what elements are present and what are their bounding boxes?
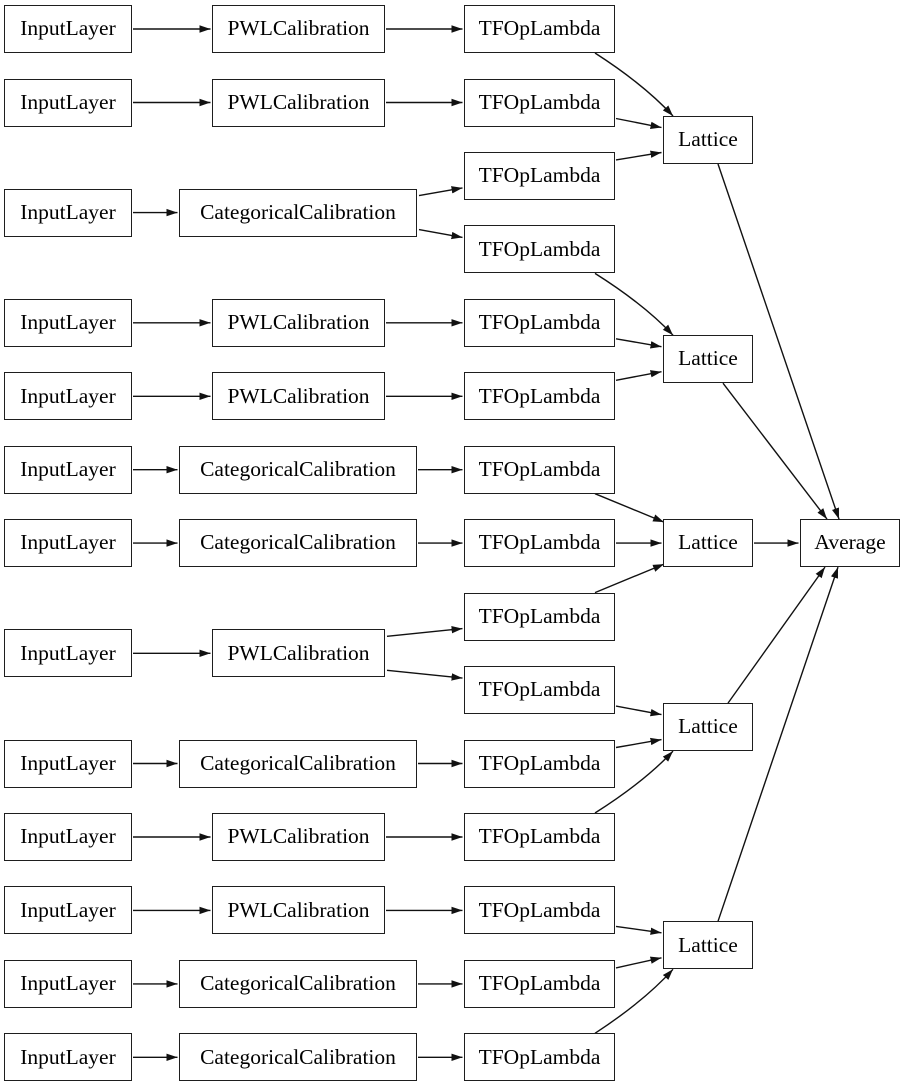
edge-arrow (615, 338, 662, 349)
node-tfoplambda: TFOpLambda (464, 445, 615, 494)
node-categoricalcalibration: CategoricalCalibration (179, 959, 417, 1008)
node-pwlcalibration: PWLCalibration (212, 372, 385, 421)
node-categoricalcalibration: CategoricalCalibration (179, 1033, 417, 1082)
node-tfoplambda: TFOpLambda (464, 519, 615, 568)
node-inputlayer: InputLayer (4, 298, 132, 347)
edge-arrow (594, 968, 674, 1034)
edge-arrow (594, 493, 665, 523)
node-categoricalcalibration: CategoricalCalibration (179, 445, 417, 494)
node-lattice: Lattice (663, 921, 753, 970)
node-inputlayer: InputLayer (4, 519, 132, 568)
node-categoricalcalibration: CategoricalCalibration (179, 519, 417, 568)
node-inputlayer: InputLayer (4, 1033, 132, 1082)
edge-arrow (727, 566, 826, 704)
node-pwlcalibration: PWLCalibration (212, 5, 385, 53)
node-inputlayer: InputLayer (4, 739, 132, 788)
edge-arrow (615, 370, 662, 381)
node-tfoplambda: TFOpLambda (464, 813, 615, 861)
node-inputlayer: InputLayer (4, 78, 132, 127)
node-tfoplambda: TFOpLambda (464, 225, 615, 274)
node-tfoplambda: TFOpLambda (464, 739, 615, 788)
edge-arrow (418, 186, 463, 197)
edge-arrow (717, 163, 840, 520)
node-inputlayer: InputLayer (4, 188, 132, 237)
node-tfoplambda: TFOpLambda (464, 1033, 615, 1082)
edge-arrow (594, 52, 674, 117)
edge-arrow (594, 750, 674, 814)
node-average: Average (800, 519, 900, 568)
node-tfoplambda: TFOpLambda (464, 886, 615, 935)
node-inputlayer: InputLayer (4, 629, 132, 678)
node-lattice: Lattice (663, 703, 753, 752)
node-tfoplambda: TFOpLambda (464, 372, 615, 421)
node-inputlayer: InputLayer (4, 886, 132, 935)
node-lattice: Lattice (663, 519, 753, 568)
node-pwlcalibration: PWLCalibration (212, 629, 385, 678)
node-tfoplambda: TFOpLambda (464, 78, 615, 127)
node-pwlcalibration: PWLCalibration (212, 298, 385, 347)
node-categoricalcalibration: CategoricalCalibration (179, 739, 417, 788)
node-lattice: Lattice (663, 335, 753, 384)
edge-arrow (418, 228, 463, 240)
node-categoricalcalibration: CategoricalCalibration (179, 188, 417, 237)
node-pwlcalibration: PWLCalibration (212, 886, 385, 935)
node-tfoplambda: TFOpLambda (464, 151, 615, 200)
edge-arrow (615, 737, 662, 749)
edge-arrow (615, 117, 662, 129)
node-tfoplambda: TFOpLambda (464, 592, 615, 641)
node-inputlayer: InputLayer (4, 959, 132, 1008)
edge-arrow (615, 705, 662, 717)
edge-arrow (386, 669, 463, 681)
node-inputlayer: InputLayer (4, 5, 132, 53)
edge-arrow (717, 566, 839, 922)
node-inputlayer: InputLayer (4, 372, 132, 421)
edge-arrow (722, 382, 828, 520)
node-tfoplambda: TFOpLambda (464, 959, 615, 1008)
edge-arrow (615, 150, 662, 161)
node-tfoplambda: TFOpLambda (464, 666, 615, 715)
node-inputlayer: InputLayer (4, 445, 132, 494)
edge-arrow (615, 956, 662, 969)
edge-arrow (386, 626, 463, 637)
node-inputlayer: InputLayer (4, 813, 132, 861)
node-tfoplambda: TFOpLambda (464, 298, 615, 347)
node-tfoplambda: TFOpLambda (464, 5, 615, 53)
node-pwlcalibration: PWLCalibration (212, 78, 385, 127)
edge-arrow (594, 563, 665, 594)
edge-arrow (594, 272, 674, 336)
node-pwlcalibration: PWLCalibration (212, 813, 385, 861)
node-lattice: Lattice (663, 116, 753, 164)
edge-arrow (615, 925, 662, 935)
